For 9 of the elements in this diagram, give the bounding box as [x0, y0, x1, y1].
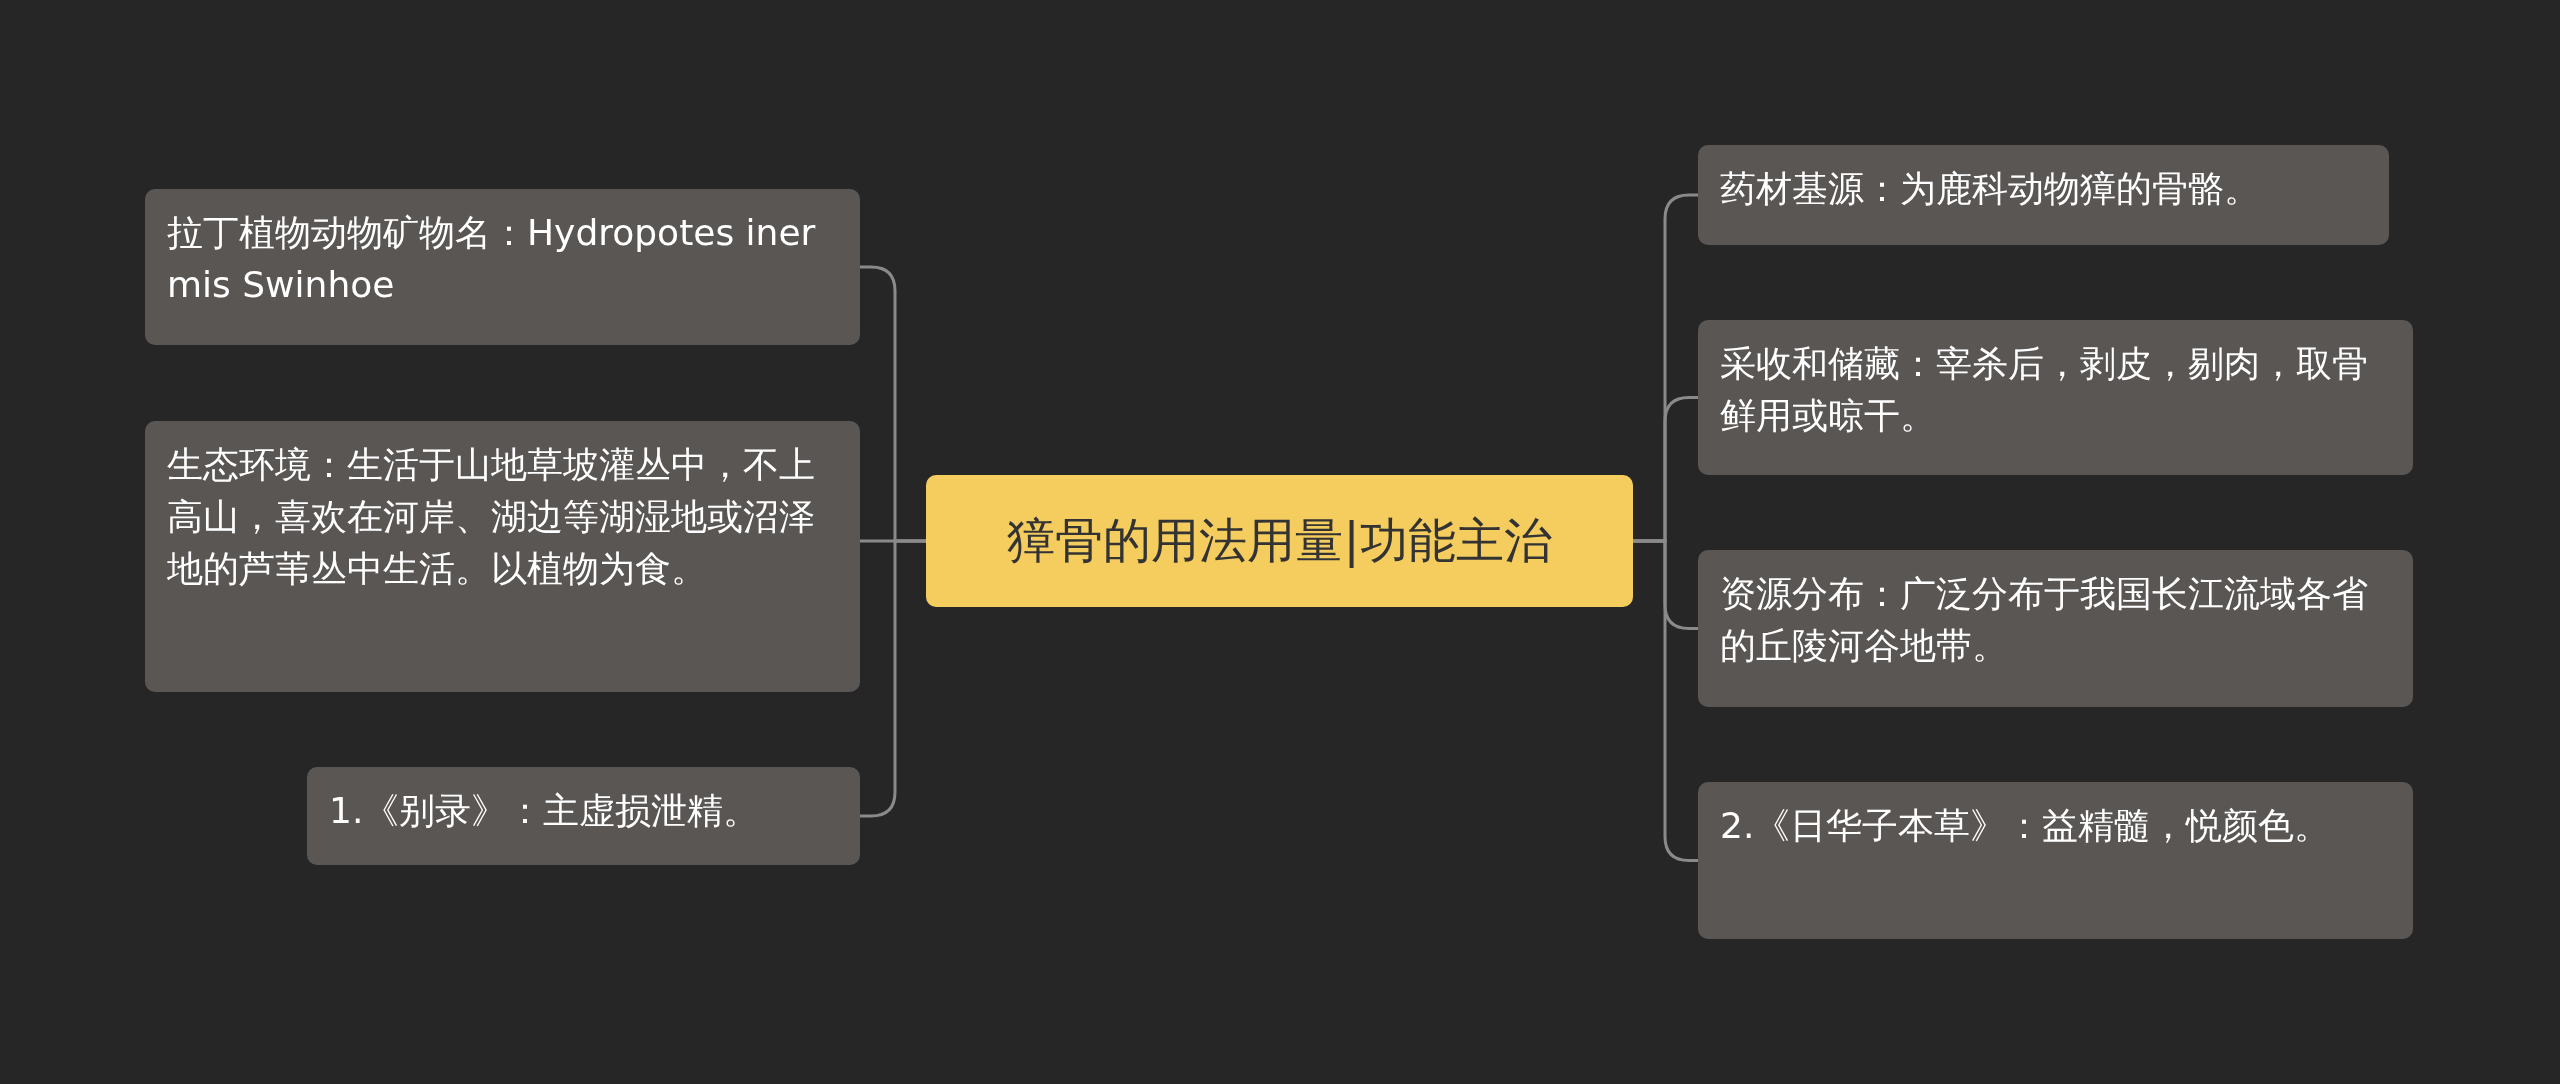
text-box: 药材基源：为鹿科动物獐的骨骼。	[1698, 145, 2389, 245]
text-box: 资源分布：广泛分布于我国长江流域各省的丘陵河谷地带。	[1698, 550, 2413, 707]
text-box: 拉丁植物动物矿物名：Hydropotes inermis Swinhoe	[145, 189, 860, 345]
text-box: 生态环境：生活于山地草坡灌丛中，不上高山，喜欢在河岸、湖边等湖湿地或沼泽地的芦苇丛中生活。以植物为食。	[145, 421, 860, 692]
text-box: 采收和储藏：宰杀后，剥皮，剔肉，取骨鲜用或晾干。	[1698, 320, 2413, 475]
text-box: 2.《日华子本草》：益精髓，悦颜色。	[1698, 782, 2413, 939]
text-box: 1.《别录》：主虚损泄精。	[307, 767, 860, 865]
connector-line	[860, 539, 926, 818]
topic-box: 獐骨的用法用量|功能主治	[926, 475, 1633, 607]
